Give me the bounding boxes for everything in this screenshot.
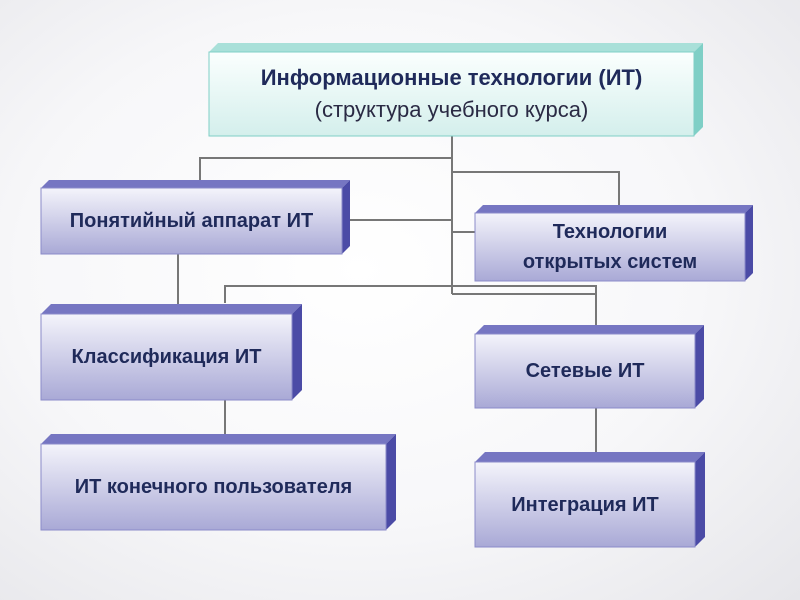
box-side-face xyxy=(292,304,302,400)
box-side-face xyxy=(745,205,753,281)
node-concepts-text: Понятийный аппарат ИТ xyxy=(41,188,342,254)
node-integration-text: Интеграция ИТ xyxy=(475,462,695,547)
box-side-face xyxy=(695,325,704,408)
box-shape xyxy=(208,43,703,137)
box-side-face xyxy=(342,180,350,254)
node-end-user-text: ИТ конечного пользователя xyxy=(41,444,386,530)
box-front-face xyxy=(208,51,695,137)
node-open-systems-label-line1: Технологии xyxy=(552,221,668,243)
connector-concepts-to-open-systems xyxy=(342,219,478,233)
node-open-systems-label-line2: открытых систем xyxy=(522,251,698,273)
box-top-face xyxy=(41,434,396,444)
node-concepts-label: Понятийный аппарат ИТ xyxy=(69,210,314,232)
box-shape xyxy=(40,304,302,401)
node-classification-label: Классификация ИТ xyxy=(71,346,262,368)
box-top-face xyxy=(475,205,753,213)
box-front-face xyxy=(474,333,696,409)
box-shape xyxy=(474,452,705,548)
node-open-systems-text: Технологии открытых систем xyxy=(475,213,745,281)
box-side-face xyxy=(694,43,703,136)
box-top-face xyxy=(41,180,350,188)
box-shape xyxy=(474,205,753,282)
box-front-face xyxy=(474,461,696,548)
box-top-face xyxy=(41,304,302,314)
box-side-face xyxy=(386,434,396,530)
box-top-face xyxy=(475,325,704,334)
connector-title-to-concepts xyxy=(199,157,452,182)
box-shape xyxy=(40,434,396,531)
connector-title-to-open-systems xyxy=(452,171,620,208)
box-top-face xyxy=(209,43,703,52)
title-subtitle: (структура учебного курса) xyxy=(314,97,589,122)
box-front-face xyxy=(40,443,387,531)
box-front-face xyxy=(40,313,293,401)
box-side-face xyxy=(695,452,705,547)
node-integration-label: Интеграция ИТ xyxy=(511,493,659,516)
node-network-label: Сетевые ИТ xyxy=(525,360,645,382)
box-shape xyxy=(40,180,350,255)
box-front-face xyxy=(474,212,746,282)
node-classification-text: Классификация ИТ xyxy=(41,314,292,400)
node-network-text: Сетевые ИТ xyxy=(475,334,695,408)
box-top-face xyxy=(475,452,705,462)
title-main: Информационные технологии (ИТ) xyxy=(260,65,643,90)
box-shape xyxy=(474,325,704,409)
node-end-user-label: ИТ конечного пользователя xyxy=(74,476,353,498)
connector-classification-to-network xyxy=(224,285,597,328)
title-text: Информационные технологии (ИТ) (структур… xyxy=(209,52,694,136)
box-front-face xyxy=(40,187,343,255)
